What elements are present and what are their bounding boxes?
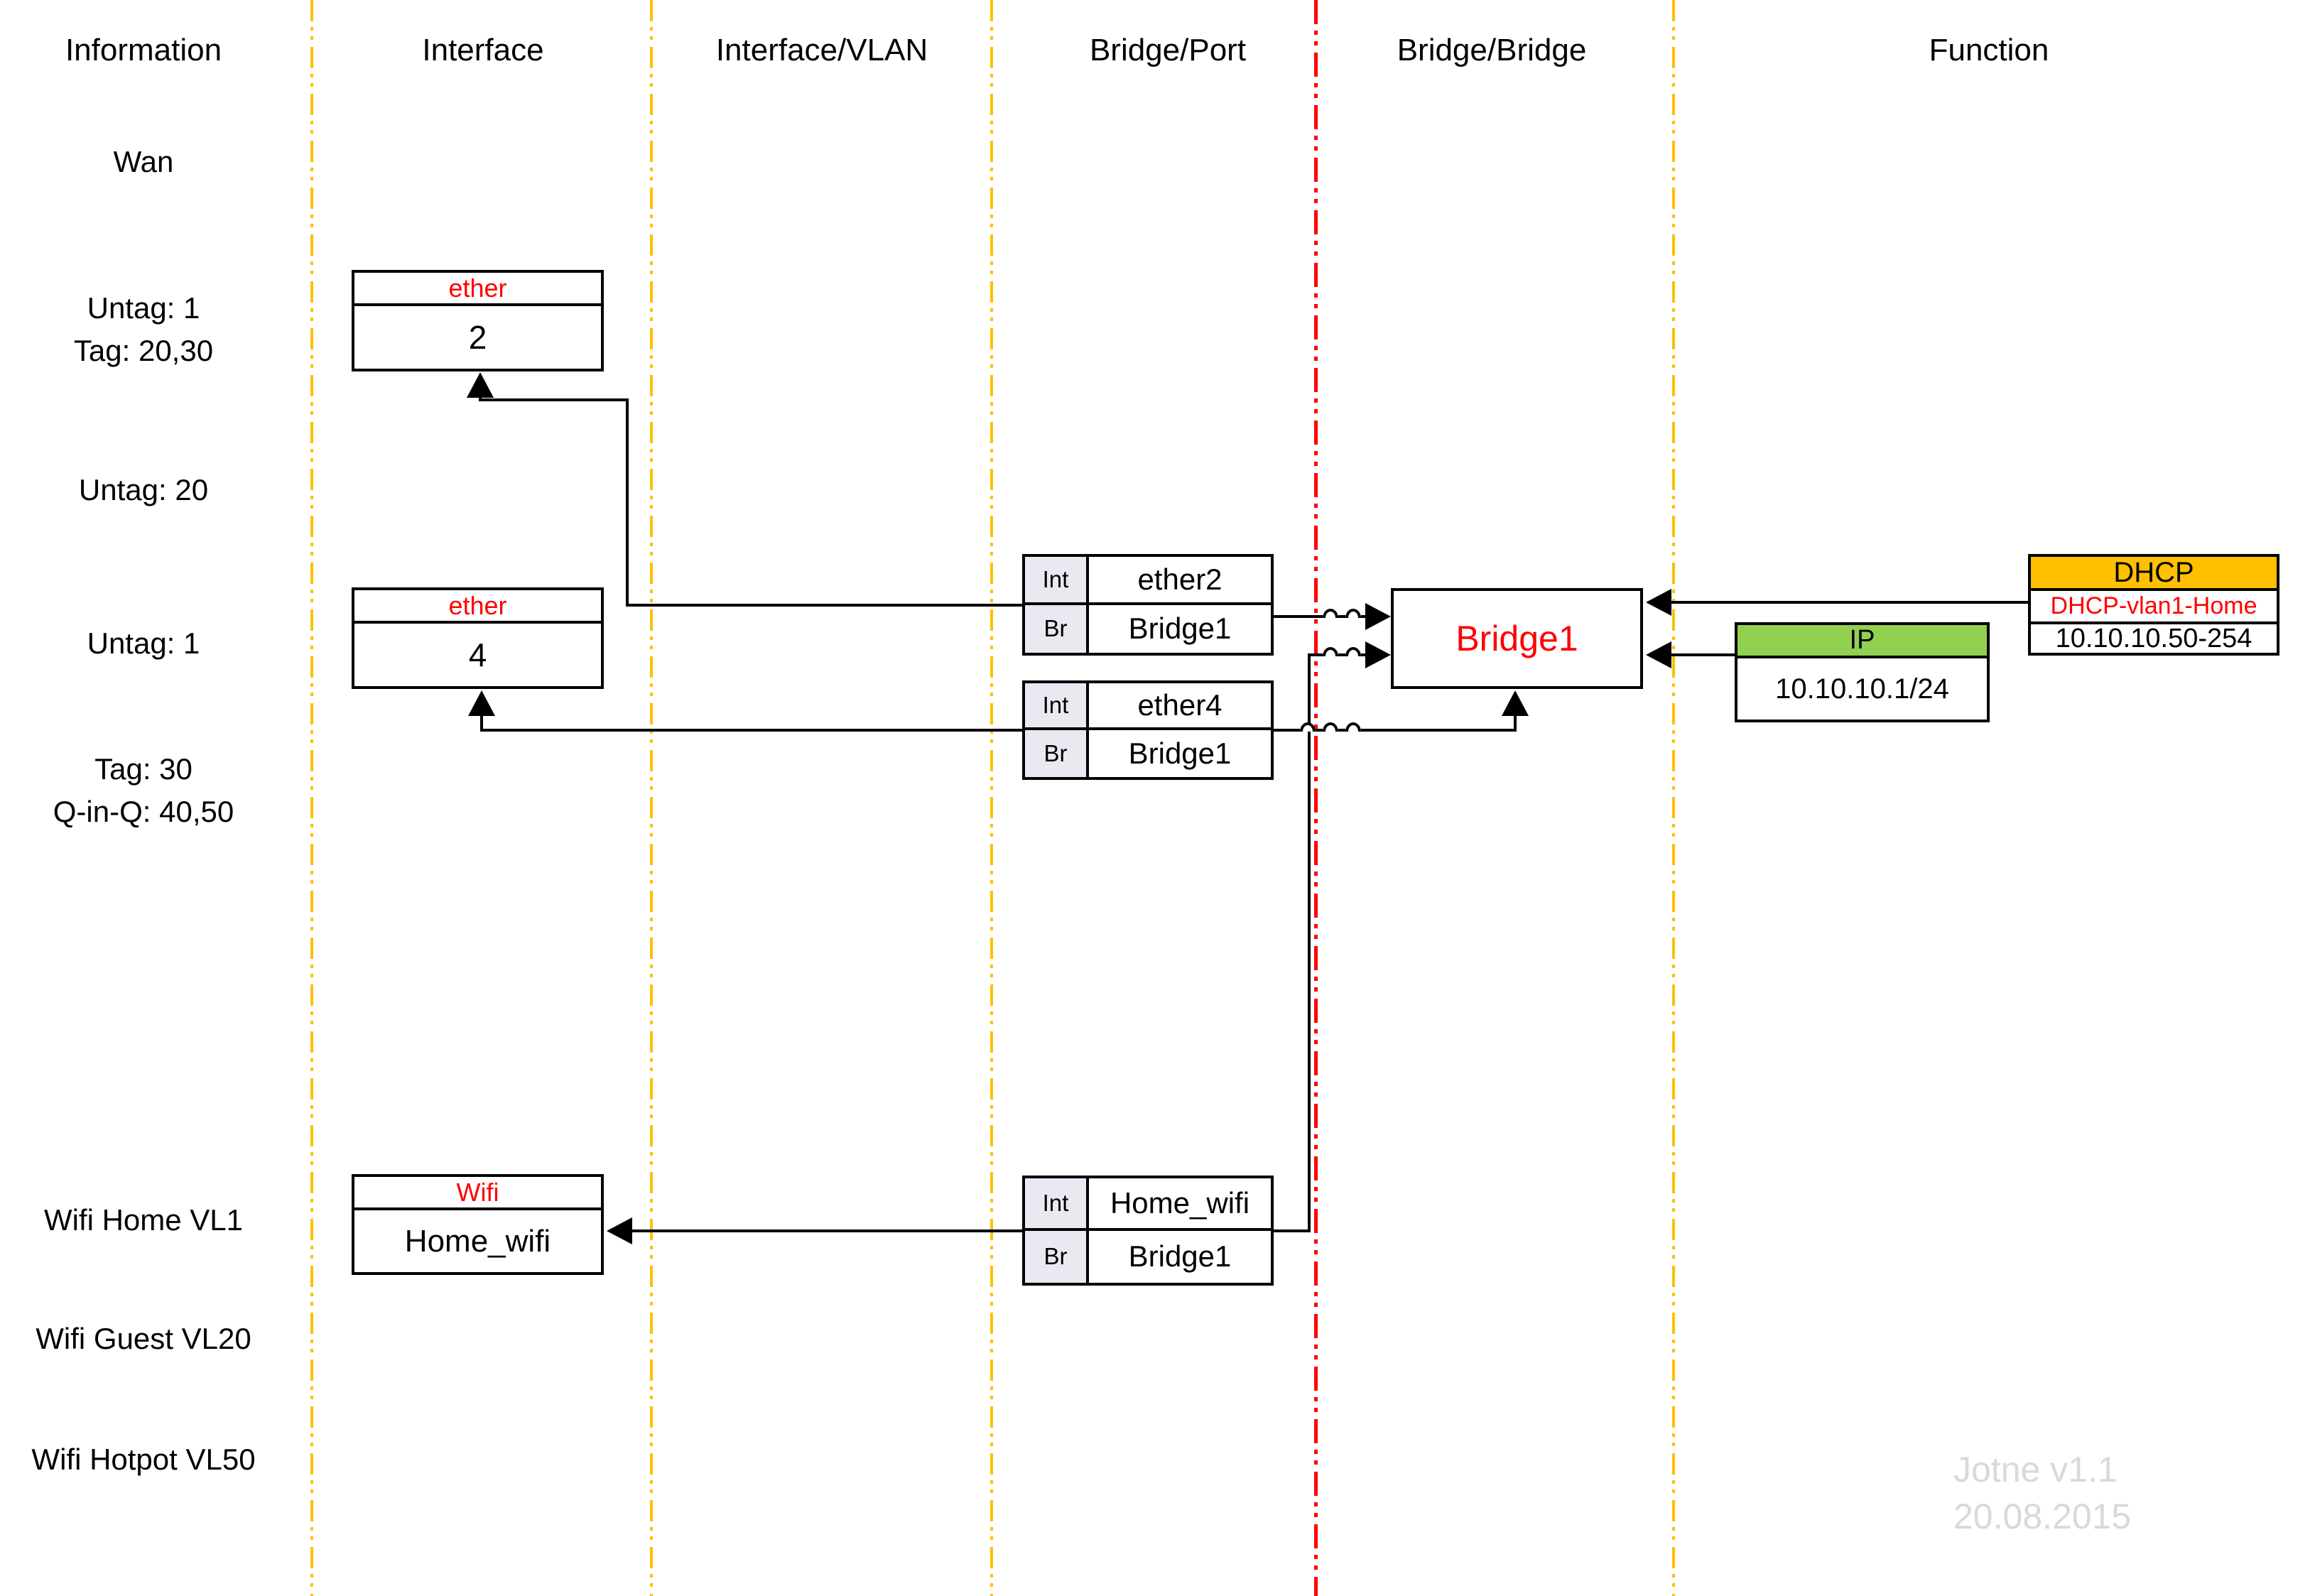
- port-br-label: Br: [1025, 730, 1089, 777]
- column-header-interface-vlan: Interface/VLAN: [715, 33, 928, 67]
- bridge1-box: Bridge1: [1391, 588, 1643, 689]
- connector-segment: [626, 398, 629, 607]
- row-label-wan: Wan: [113, 145, 174, 178]
- arrowhead-into-bridge1-bottom: [1502, 690, 1529, 716]
- interface-box-ether4: ether 4: [352, 587, 604, 689]
- bridge-port-box-ether2: Int ether2 Br Bridge1: [1022, 554, 1274, 656]
- column-divider-line: [1672, 0, 1675, 1596]
- port-br-value: Bridge1: [1128, 737, 1232, 770]
- connector-segment: [480, 398, 629, 401]
- arrowhead-into-ether4-interface: [468, 690, 495, 716]
- port-br-label: Br: [1025, 1230, 1089, 1283]
- interface-box-header: ether: [354, 590, 601, 624]
- connector-segment: [631, 1229, 1022, 1232]
- column-header-information: Information: [65, 33, 222, 67]
- row-label-wifi-hotpot: Wifi Hotpot VL50: [31, 1443, 256, 1476]
- arrowhead-into-bridge1-right-lower: [1646, 641, 1671, 668]
- arrowhead-into-bridge1-left-lower: [1365, 641, 1391, 668]
- dhcp-box: DHCP DHCP-vlan1-Home 10.10.10.50-254: [2028, 554, 2279, 656]
- line-hop: [1345, 647, 1361, 656]
- connector-segment: [1514, 713, 1517, 732]
- ip-box-address: 10.10.10.1/24: [1775, 673, 1949, 705]
- interface-box-header: ether: [354, 273, 601, 306]
- connector-segment: [479, 394, 482, 401]
- connector-segment: [480, 713, 483, 732]
- port-int-label: Int: [1025, 683, 1089, 730]
- connector-segment: [1338, 729, 1345, 732]
- connector-segment: [1316, 729, 1323, 732]
- row-label-untag1-tag: Untag: 1 Tag: 20,30: [73, 291, 214, 367]
- column-divider-line-red: [1314, 0, 1318, 1596]
- ip-box: IP 10.10.10.1/24: [1735, 622, 1990, 722]
- interface-box-value: Home_wifi: [404, 1223, 551, 1259]
- bridge-port-box-ether4: Int ether4 Br Bridge1: [1022, 680, 1274, 780]
- connector-segment: [1671, 601, 2028, 604]
- dhcp-box-range: 10.10.10.50-254: [2055, 623, 2252, 653]
- connector-segment: [1308, 653, 1311, 1232]
- connector-segment: [1361, 729, 1517, 732]
- connector-segment: [1309, 653, 1323, 656]
- connector-segment: [1274, 615, 1323, 618]
- column-header-bridge-bridge: Bridge/Bridge: [1397, 33, 1587, 67]
- connector-segment: [1274, 729, 1300, 732]
- row-label-wifi-home: Wifi Home VL1: [43, 1203, 244, 1237]
- column-header-function: Function: [1929, 33, 2049, 67]
- interface-box-home-wifi: Wifi Home_wifi: [352, 1174, 604, 1275]
- connector-segment: [1338, 615, 1345, 618]
- connector-segment: [626, 604, 1022, 607]
- column-header-interface: Interface: [422, 33, 544, 67]
- interface-box-ether2: ether 2: [352, 270, 604, 371]
- ip-box-header: IP: [1737, 625, 1987, 658]
- column-divider-line: [650, 0, 653, 1596]
- line-hop: [1345, 722, 1361, 732]
- column-divider-line: [310, 0, 313, 1596]
- port-int-value: ether4: [1089, 683, 1271, 730]
- line-hop: [1345, 609, 1361, 618]
- interface-box-header: Wifi: [354, 1177, 601, 1210]
- line-hop: [1323, 722, 1338, 732]
- connector-segment: [1671, 653, 1735, 656]
- credit-text: Jotne v1.1 20.08.2015: [1953, 1450, 2132, 1536]
- port-br-label: Br: [1025, 604, 1089, 653]
- port-int-value: ether2: [1089, 557, 1271, 605]
- connector-segment: [1338, 653, 1345, 656]
- port-int-value: Home_wifi: [1089, 1178, 1271, 1231]
- column-divider-line: [990, 0, 993, 1596]
- arrowhead-into-ether2-interface: [467, 372, 494, 398]
- line-hop: [1323, 647, 1338, 656]
- arrowhead-into-bridge1-left-upper: [1365, 603, 1391, 630]
- column-header-bridge-port: Bridge/Port: [1089, 33, 1247, 67]
- port-br-value: Bridge1: [1128, 612, 1232, 646]
- row-label-untag1: Untag: 1: [87, 626, 200, 660]
- bridge-port-box-home-wifi: Int Home_wifi Br Bridge1: [1022, 1176, 1274, 1286]
- connector-segment: [1274, 1229, 1311, 1232]
- connector-segment: [1361, 615, 1367, 618]
- port-br-value: Bridge1: [1128, 1239, 1232, 1274]
- row-label-wifi-guest: Wifi Guest VL20: [36, 1322, 251, 1355]
- line-hop: [1300, 722, 1316, 732]
- dhcp-box-name: DHCP-vlan1-Home: [2031, 591, 2277, 624]
- line-hop: [1323, 609, 1338, 618]
- interface-box-value: 2: [468, 319, 487, 356]
- arrowhead-into-wifi-interface: [607, 1217, 632, 1244]
- port-int-label: Int: [1025, 1178, 1089, 1231]
- interface-box-value: 4: [468, 636, 487, 673]
- dhcp-box-header: DHCP: [2031, 557, 2277, 591]
- row-label-untag20: Untag: 20: [78, 473, 209, 506]
- row-label-tag30-qinq: Tag: 30 Q-in-Q: 40,50: [53, 752, 234, 828]
- connector-segment: [482, 729, 1022, 732]
- connector-segment: [1361, 653, 1367, 656]
- arrowhead-into-bridge1-right-upper: [1646, 589, 1671, 616]
- port-int-label: Int: [1025, 557, 1089, 605]
